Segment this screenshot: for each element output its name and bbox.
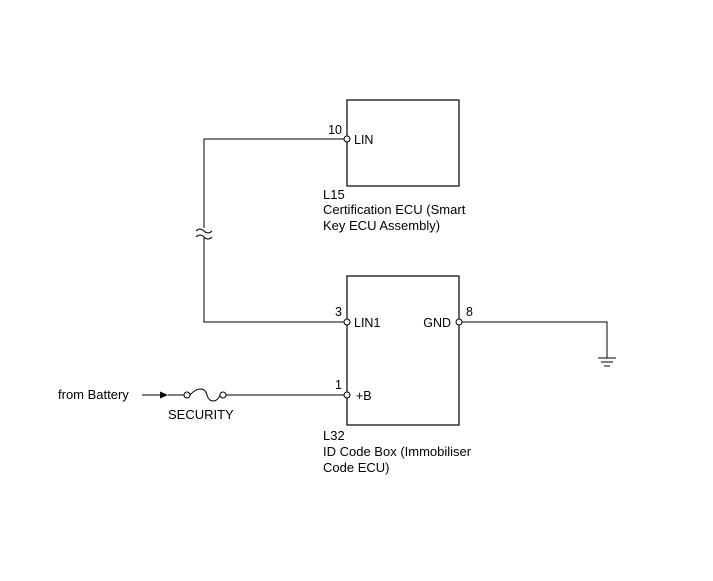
fuse-element	[189, 388, 221, 402]
l32-pin-8-number: 8	[466, 305, 473, 319]
lin-wire-lower	[203, 238, 344, 323]
l15-name-line1: Certification ECU (Smart	[323, 202, 466, 217]
l15-name-line2: Key ECU Assembly)	[323, 218, 440, 233]
l15-ecu-box	[346, 99, 460, 187]
l15-pin-10-number: 10	[328, 123, 342, 137]
l32-pin-8-terminal	[455, 318, 463, 326]
l32-name-line1: ID Code Box (Immobiliser	[323, 444, 472, 459]
battery-arrow-head	[160, 391, 168, 399]
ground-symbol	[598, 357, 616, 367]
lin-wire-upper	[203, 138, 344, 228]
l15-pin-10-terminal	[343, 135, 351, 143]
l32-pin-3-number: 3	[335, 305, 342, 319]
l32-code: L32	[323, 428, 345, 443]
gnd-wire	[462, 321, 608, 358]
l32-pin-1-terminal	[343, 391, 351, 399]
l32-pin-1-label: +B	[356, 389, 372, 403]
wire-break-symbol	[195, 228, 213, 240]
l15-code: L15	[323, 187, 345, 202]
fuse-terminal-left	[183, 391, 191, 399]
l32-ecu-box	[346, 275, 460, 426]
l32-pin-3-label: LIN1	[354, 316, 380, 330]
fuse-terminal-right	[219, 391, 227, 399]
l32-name-line2: Code ECU)	[323, 460, 389, 475]
l32-pin-8-label: GND	[423, 316, 451, 330]
l32-pin-3-terminal	[343, 318, 351, 326]
l15-pin-10-label: LIN	[354, 133, 373, 147]
fuse-label: SECURITY	[168, 407, 234, 422]
from-battery-label: from Battery	[58, 387, 129, 402]
l32-pin-1-number: 1	[335, 378, 342, 392]
